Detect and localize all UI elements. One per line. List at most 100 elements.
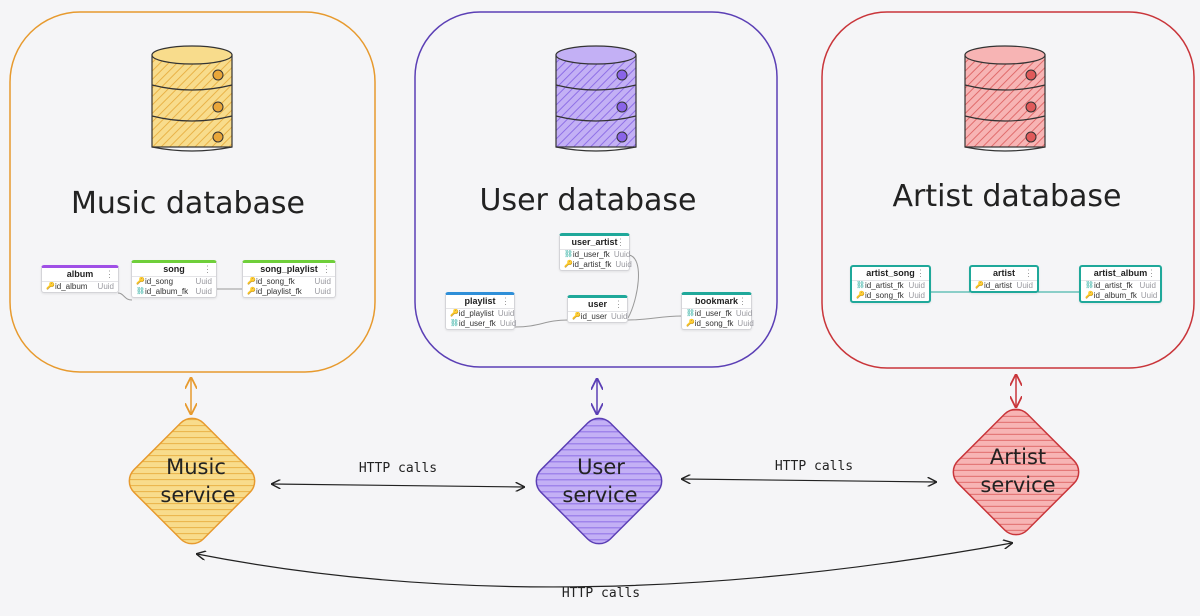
user-service-label-1: User <box>577 455 625 479</box>
user-database-title: User database <box>479 183 696 218</box>
link-icon: ⛓ <box>686 310 695 317</box>
more-icon: ⋮ <box>1147 268 1156 278</box>
link-icon: ⛓ <box>564 251 573 258</box>
table-name: bookmark <box>694 296 738 306</box>
field-name: id_artist_fk <box>865 281 904 290</box>
field-name: id_artist_fk <box>572 260 612 269</box>
field-type: Uuid <box>195 287 212 296</box>
link-icon: ⛓ <box>1085 282 1094 289</box>
more-icon: ⋮ <box>203 264 212 274</box>
more-icon: ⋮ <box>916 268 925 278</box>
field-name: id_user_fk <box>458 319 496 328</box>
field-type: Uuid <box>908 291 925 300</box>
field-name: id_user_fk <box>572 250 610 259</box>
field-type: Uuid <box>97 282 114 291</box>
music-artist-http-label: HTTP calls <box>562 586 640 601</box>
key-icon: 🔑 <box>572 313 581 320</box>
user-bookmark-relation <box>627 315 683 321</box>
user-service-node: User service <box>535 417 663 545</box>
field-name: id_artist_fk <box>1094 281 1133 290</box>
more-icon: ⋮ <box>322 264 331 274</box>
user-database-box <box>414 11 778 368</box>
table-name: artist <box>992 268 1015 278</box>
link-icon: ⛓ <box>856 282 865 289</box>
table-name: artist_song <box>866 268 915 278</box>
key-icon: 🔑 <box>564 261 573 268</box>
table-row: 🔑id_album Uuid <box>42 282 118 292</box>
field-type: Uuid <box>314 287 331 296</box>
key-icon: 🔑 <box>46 283 55 290</box>
more-icon: ⋮ <box>1024 268 1033 278</box>
field-type: Uuid <box>737 319 754 328</box>
user-service-label-2: service <box>562 483 637 507</box>
table-row: ⛓id_artist_fk Uuid <box>852 281 929 291</box>
field-name: id_user_fk <box>694 309 732 318</box>
music-service-label-1: Music <box>166 455 226 479</box>
table-row: 🔑id_playlist_fk Uuid <box>243 287 335 297</box>
more-icon: ⋮ <box>501 296 510 306</box>
field-name: id_song_fk <box>865 291 904 300</box>
key-icon: 🔑 <box>450 310 459 317</box>
more-icon: ⋮ <box>738 296 747 306</box>
key-icon: 🔑 <box>975 282 984 289</box>
field-type: Uuid <box>735 309 753 318</box>
music-database-icon <box>151 45 233 152</box>
user-artist-http-arrow <box>682 479 936 482</box>
field-name: id_artist <box>984 281 1013 290</box>
table-name: playlist <box>464 296 496 306</box>
field-name: id_song_fk <box>256 277 295 286</box>
field-name: id_song_fk <box>694 319 734 328</box>
field-type: Uuid <box>497 309 515 318</box>
link-icon: ⛓ <box>136 288 145 295</box>
key-icon: 🔑 <box>247 288 256 295</box>
key-icon: 🔑 <box>686 320 695 327</box>
field-type: Uuid <box>314 277 331 286</box>
artist-service-label-1: Artist <box>990 445 1046 469</box>
more-icon: ⋮ <box>616 237 625 247</box>
artist-service-label-2: service <box>980 473 1055 497</box>
user-userartist-relation <box>627 254 639 319</box>
field-name: id_album <box>55 282 88 291</box>
table-name: user_artist <box>571 237 618 247</box>
table-name: song <box>163 264 185 274</box>
field-name: id_album_fk <box>1093 291 1137 300</box>
user-artist-http-label: HTTP calls <box>775 459 853 474</box>
field-type: Uuid <box>1140 291 1158 300</box>
table-name: user <box>587 299 607 309</box>
field-name: id_user <box>580 312 607 321</box>
table-row: 🔑id_song_fk Uuid <box>243 277 335 287</box>
field-name: id_album_fk <box>145 287 189 296</box>
link-icon: ⛓ <box>450 320 459 327</box>
table-name: album <box>66 269 94 279</box>
field-type: Uuid <box>615 260 632 269</box>
table-row: ⛓id_album_fk Uuid <box>132 287 216 297</box>
table-name: song_playlist <box>260 264 318 274</box>
key-icon: 🔑 <box>247 278 256 285</box>
playlist-user-relation <box>514 319 569 328</box>
music-service-node: Music service <box>128 417 256 545</box>
field-type: Uuid <box>613 250 631 259</box>
field-type: Uuid <box>908 281 925 290</box>
key-icon: 🔑 <box>1085 292 1094 299</box>
field-type: Uuid <box>195 277 212 286</box>
music-database-box <box>9 11 376 373</box>
key-icon: 🔑 <box>136 278 145 285</box>
field-name: id_playlist_fk <box>256 287 302 296</box>
table-name: artist_album <box>1093 268 1148 278</box>
